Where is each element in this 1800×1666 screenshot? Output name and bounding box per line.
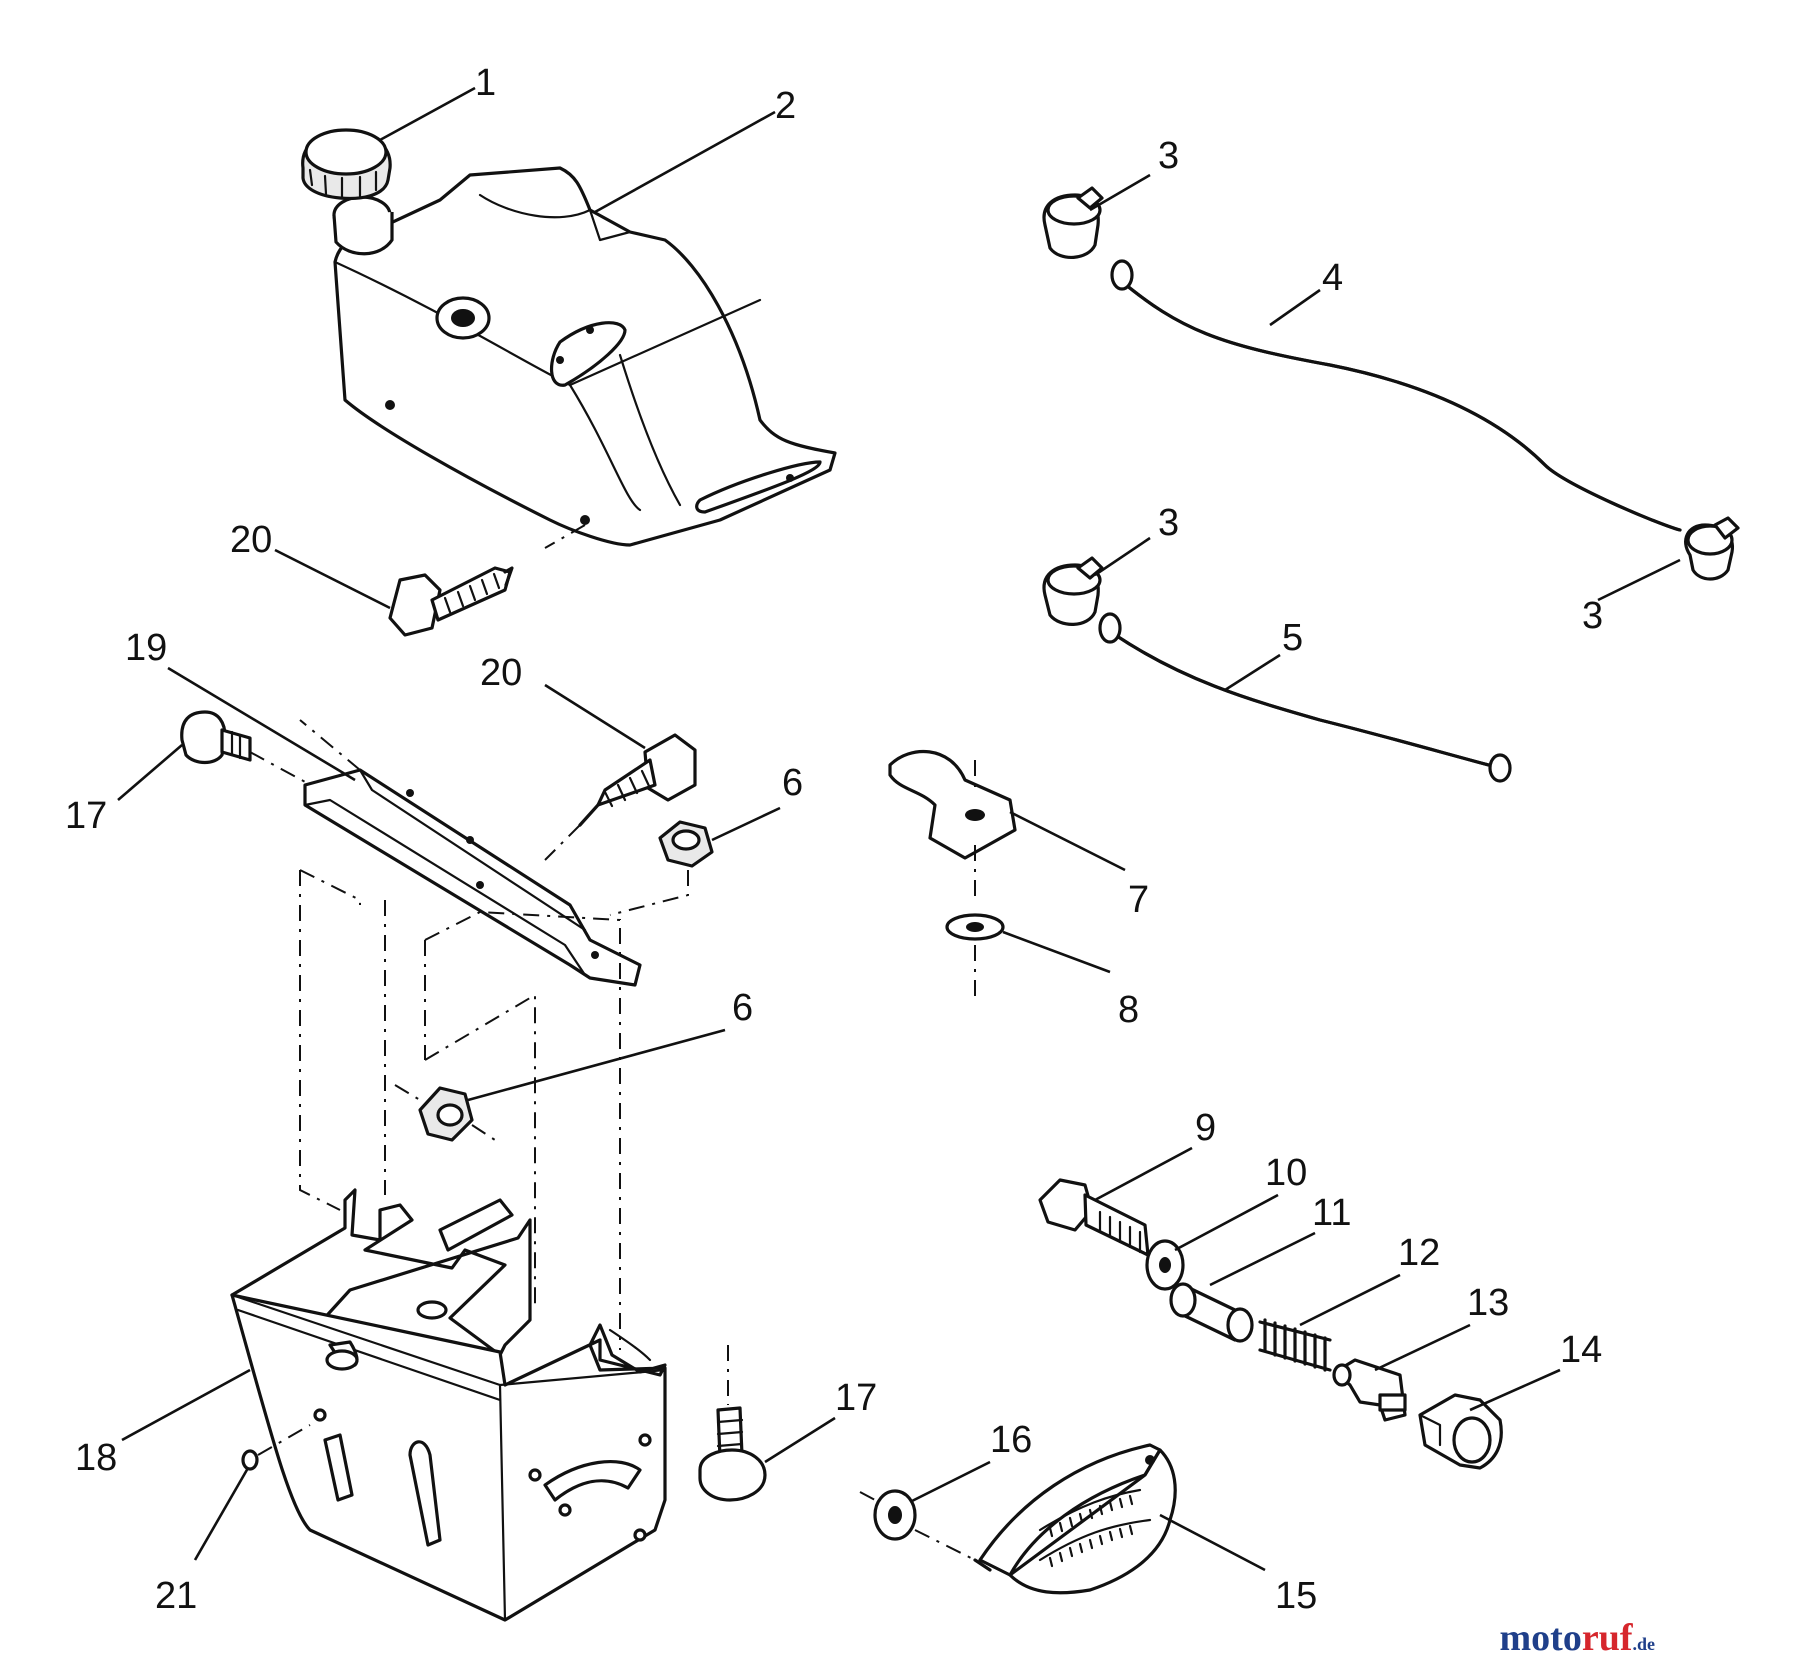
callout-19: 19	[125, 627, 167, 669]
callout-10: 10	[1265, 1152, 1307, 1194]
fuel-tank	[332, 166, 837, 549]
fuel-hose-lower	[1098, 612, 1512, 783]
callout-6-upper: 6	[782, 762, 803, 804]
callout-6-lower: 6	[732, 987, 753, 1029]
callout-3-middle: 3	[1158, 502, 1179, 544]
spacer-sleeve	[1169, 1282, 1254, 1343]
callout-17-upper: 17	[65, 795, 107, 837]
callout-labels: 1 2 3 4 3 3 5 6 7 8 6 9 10 11 12 13 14 1…	[65, 62, 1603, 1617]
callout-20-upper: 20	[230, 519, 272, 561]
hose-clamp-middle-left	[1042, 556, 1104, 626]
retaining-nut	[859, 1489, 976, 1561]
handle-grip	[1418, 1393, 1503, 1470]
flat-washer	[945, 913, 1005, 1000]
assembly-guide-lines	[299, 869, 729, 1405]
callout-21: 21	[155, 1575, 197, 1617]
spacer-washer	[1145, 1239, 1185, 1291]
rivet	[241, 1424, 311, 1471]
callout-5: 5	[1282, 617, 1303, 659]
fuel-hose-upper	[1110, 259, 1682, 532]
hose-clamp-top-left	[1042, 186, 1104, 259]
fuel-cap	[301, 128, 392, 201]
callout-8: 8	[1118, 989, 1139, 1031]
callout-9: 9	[1195, 1107, 1216, 1149]
console-housing	[230, 1188, 667, 1622]
callout-12: 12	[1398, 1232, 1440, 1274]
lever-insert	[1332, 1358, 1407, 1422]
callout-20-lower: 20	[480, 652, 522, 694]
mounting-bracket	[299, 719, 642, 987]
hex-nut-lower	[394, 1084, 496, 1142]
callout-11: 11	[1312, 1192, 1351, 1234]
watermark-part2: ruf	[1582, 1617, 1634, 1659]
callout-18: 18	[75, 1437, 117, 1479]
callout-2: 2	[775, 85, 796, 127]
hex-bolt-lower	[544, 733, 697, 861]
watermark-part1: moto	[1500, 1617, 1582, 1659]
callout-4: 4	[1322, 257, 1343, 299]
motoruf-watermark: motoruf.de	[1500, 1617, 1655, 1659]
callout-16: 16	[990, 1419, 1032, 1461]
callout-3-right: 3	[1582, 595, 1603, 637]
watermark-suffix: .de	[1633, 1634, 1656, 1654]
callout-3-top: 3	[1158, 135, 1179, 177]
callout-17-lower: 17	[835, 1377, 877, 1419]
hose-clamp-right	[1684, 516, 1740, 581]
svg-text:motoruf.de: motoruf.de	[1500, 1617, 1655, 1659]
hose-clip	[888, 749, 1017, 900]
callout-7: 7	[1128, 879, 1149, 921]
compression-spring	[1258, 1318, 1332, 1372]
self-tapping-screw-upper	[388, 566, 514, 637]
carriage-bolt-lower	[698, 1406, 767, 1502]
quadrant-plate	[973, 1443, 1177, 1595]
callout-13: 13	[1467, 1282, 1509, 1324]
callout-15: 15	[1275, 1575, 1317, 1617]
leader-lines	[117, 86, 1681, 1572]
callout-1: 1	[475, 62, 496, 104]
carriage-bolt-upper	[180, 710, 321, 791]
hex-nut-upper	[609, 820, 714, 916]
callout-14: 14	[1560, 1329, 1602, 1371]
adjustment-hex-bolt	[1038, 1178, 1150, 1257]
